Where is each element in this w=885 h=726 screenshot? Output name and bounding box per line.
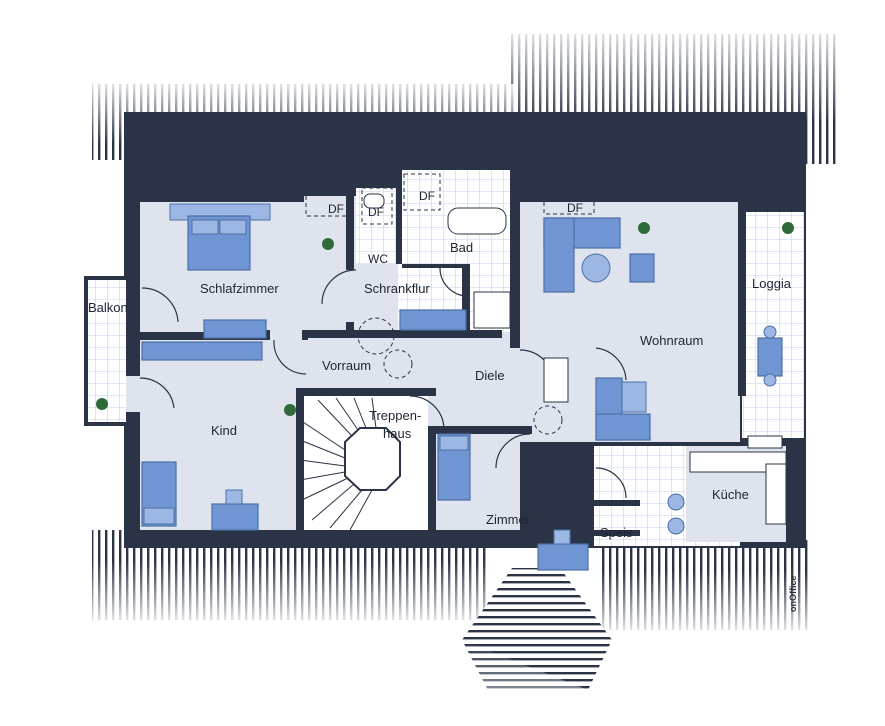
room-label-kind: Kind: [211, 423, 237, 438]
furniture: [141, 193, 787, 571]
skylight-label-4: DF: [567, 201, 583, 215]
skylights: [305, 167, 595, 225]
plant-icons: [96, 222, 794, 416]
room-label-treppenhaus-2: haus: [383, 426, 412, 441]
skylight-label-1: DF: [328, 202, 344, 216]
staircase: [299, 395, 445, 531]
room-label-schrankflur: Schrankflur: [364, 281, 430, 296]
room-label-zimmer: Zimmer: [486, 512, 531, 527]
room-label-diele: Diele: [475, 368, 505, 383]
room-label-schlafzimmer: Schlafzimmer: [200, 281, 279, 296]
room-label-speis: Speis: [600, 525, 633, 540]
room-label-loggia: Loggia: [752, 276, 792, 291]
room-label-treppenhaus-1: Treppen-: [369, 408, 421, 423]
room-label-kueche: Küche: [712, 487, 749, 502]
room-label-wc: WC: [368, 252, 388, 266]
skylight-label-3: DF: [419, 189, 435, 203]
skylight-label-2: DF: [368, 205, 384, 219]
roof-hatching: [92, 34, 838, 690]
room-label-bad: Bad: [450, 240, 473, 255]
room-label-wohnraum: Wohnraum: [640, 333, 703, 348]
door-swings: [139, 267, 627, 521]
room-label-vorraum: Vorraum: [322, 358, 371, 373]
room-label-balkon: Balkon: [88, 300, 128, 315]
brand-logo: onOffice: [788, 575, 798, 612]
